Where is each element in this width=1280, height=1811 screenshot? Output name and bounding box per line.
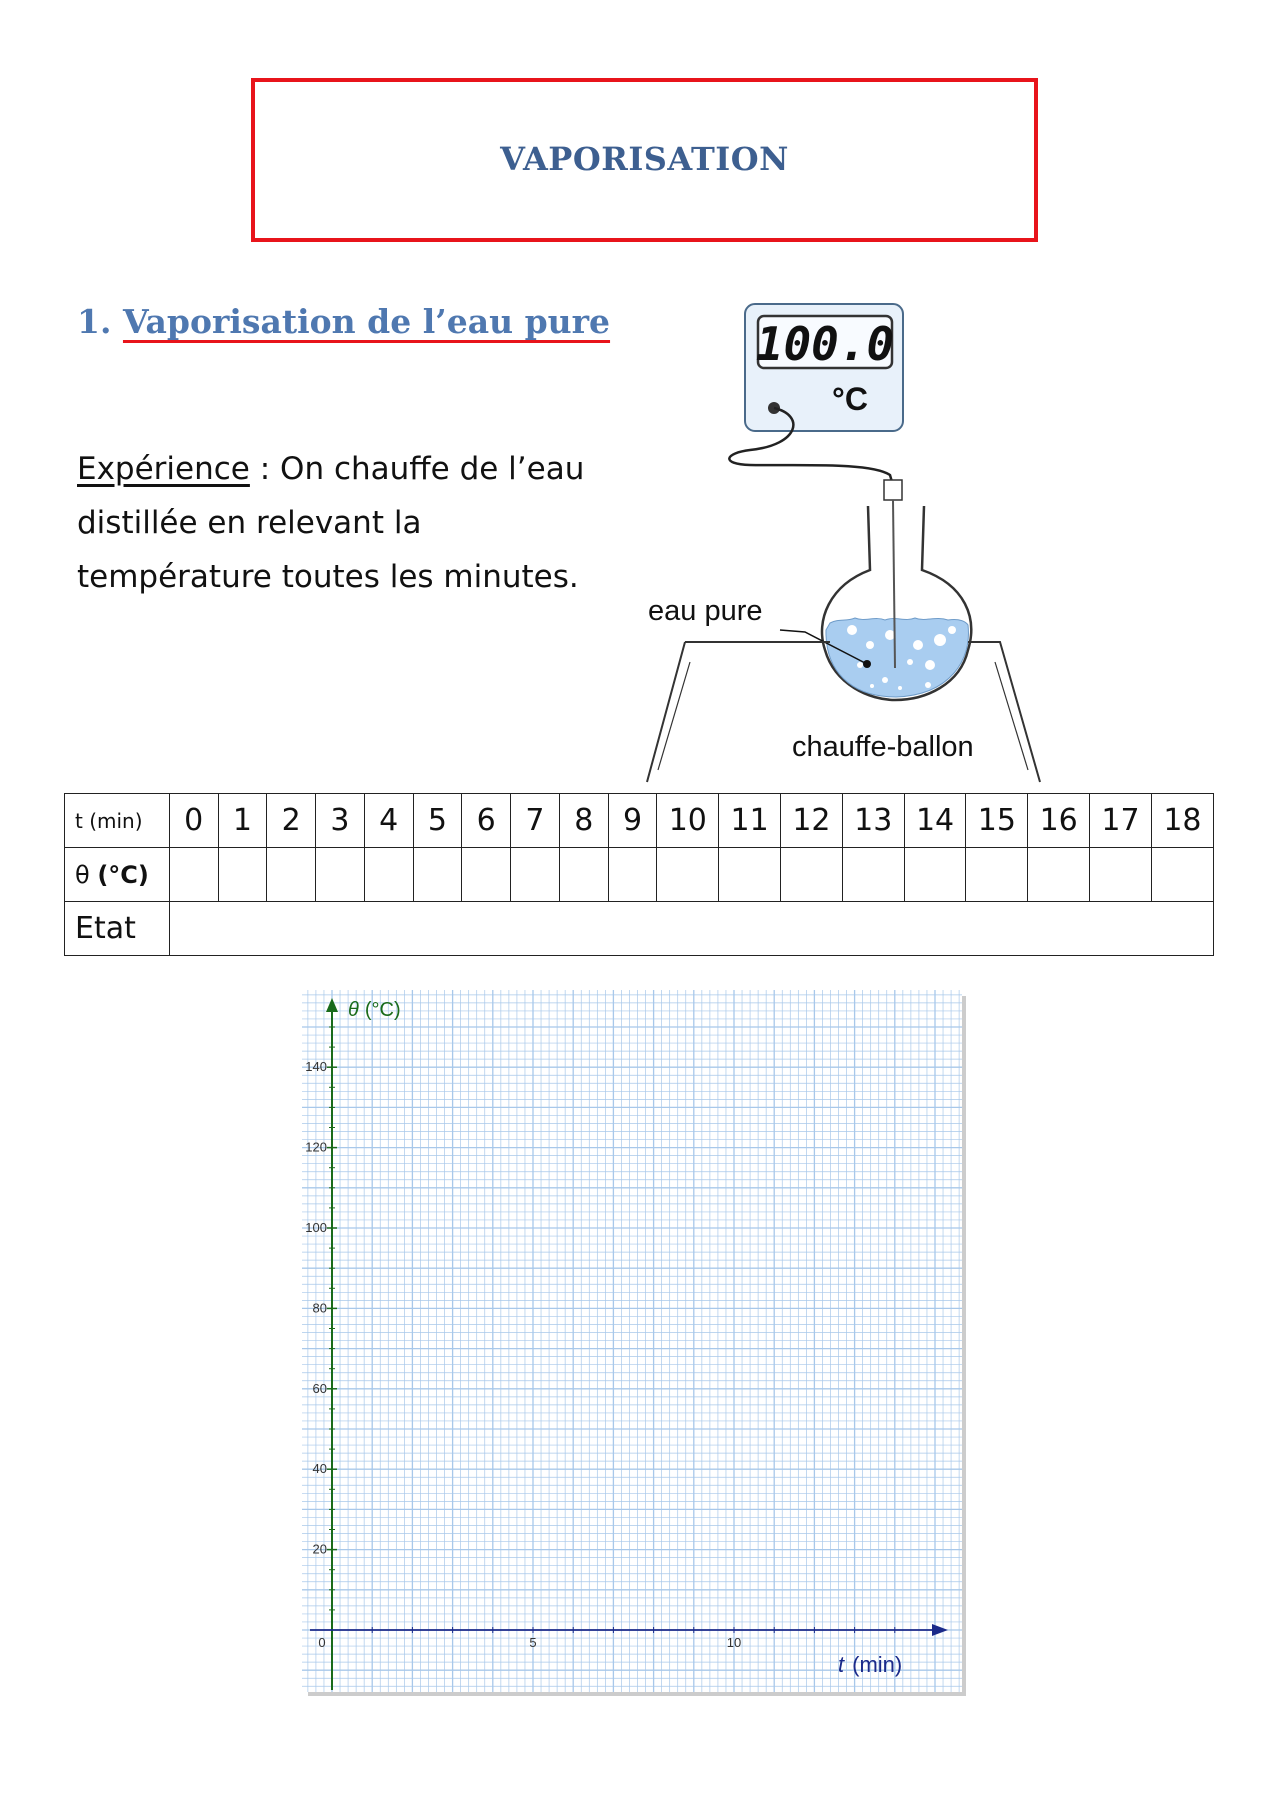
temperature-cell[interactable] bbox=[1089, 847, 1152, 902]
x-axis-arrow bbox=[932, 1624, 948, 1636]
temperature-cell[interactable] bbox=[607, 847, 658, 902]
temperature-cell[interactable] bbox=[461, 847, 512, 902]
time-header: t (min) bbox=[64, 793, 170, 848]
thermometer-display bbox=[756, 314, 894, 370]
temperature-graph: 20 40 60 80 100 120 140 0 5 10 θ (°C) t (min) bbox=[302, 990, 966, 1696]
y-axis-unit: (°C) bbox=[365, 999, 401, 1021]
y-tick-label: 60 bbox=[313, 1381, 327, 1396]
time-cell: 3 bbox=[315, 793, 365, 848]
y-tick-label: 40 bbox=[313, 1461, 327, 1476]
temperature-cell[interactable] bbox=[718, 847, 782, 902]
y-axis-label: θ (°C) bbox=[348, 999, 401, 1021]
y-tick-label: 20 bbox=[313, 1542, 327, 1557]
thermometer-unit: °C bbox=[832, 381, 868, 417]
temperature-cell[interactable] bbox=[841, 847, 905, 902]
time-cell: 14 bbox=[903, 793, 967, 848]
page-title: VAPORISATION bbox=[500, 140, 789, 178]
temperature-cell[interactable] bbox=[1027, 847, 1091, 902]
section-heading: 1. Vaporisation de l’eau pure bbox=[77, 302, 610, 341]
x-axis-symbol: t bbox=[838, 1652, 845, 1677]
time-cell: 6 bbox=[461, 793, 512, 848]
temperature-cell[interactable] bbox=[780, 847, 843, 902]
flask bbox=[820, 505, 973, 702]
probe-connector bbox=[883, 479, 903, 501]
heater bbox=[646, 641, 1041, 783]
time-cell: 13 bbox=[841, 793, 905, 848]
water-pointer-line bbox=[779, 629, 868, 665]
y-tick-label: 120 bbox=[305, 1140, 327, 1155]
y-axis-arrow bbox=[326, 998, 338, 1012]
y-tick-label: 80 bbox=[313, 1300, 327, 1315]
temperature-cell[interactable] bbox=[168, 847, 219, 902]
x-axis-unit: (min) bbox=[852, 1652, 902, 1677]
temperature-cell[interactable] bbox=[217, 847, 268, 902]
temperature-row: θ (°C) bbox=[64, 847, 1215, 902]
temperature-cell[interactable] bbox=[412, 847, 463, 902]
time-cell: 12 bbox=[780, 793, 843, 848]
graph-paper bbox=[302, 990, 962, 1692]
time-cell: 5 bbox=[412, 793, 463, 848]
heater-shade-right bbox=[994, 661, 1029, 771]
time-cell: 8 bbox=[558, 793, 609, 848]
x-tick-label: 5 bbox=[529, 1635, 536, 1650]
temperature-cell[interactable] bbox=[965, 847, 1029, 902]
label-heater: chauffe-ballon bbox=[792, 731, 974, 763]
temperature-unit: (°C) bbox=[97, 860, 149, 889]
state-header: Etat bbox=[64, 901, 170, 956]
time-cell: 7 bbox=[510, 793, 560, 848]
apparatus-illustration: 100.0 °C eau pure chauffe-ballon bbox=[646, 303, 1041, 783]
time-cell: 18 bbox=[1150, 793, 1215, 848]
y-axis-symbol: θ bbox=[348, 999, 359, 1021]
y-tick-label: 140 bbox=[305, 1059, 327, 1074]
time-cell: 2 bbox=[266, 793, 317, 848]
experience-line-3: température toutes les minutes. bbox=[77, 559, 579, 595]
label-water: eau pure bbox=[648, 595, 763, 627]
time-cell: 17 bbox=[1089, 793, 1152, 848]
state-row: Etat bbox=[64, 901, 1215, 956]
experience-line-2: distillée en relevant la bbox=[77, 505, 422, 541]
probe-cable bbox=[728, 406, 894, 483]
thermometer-reading: 100.0 bbox=[756, 317, 894, 371]
bubbles bbox=[847, 625, 956, 690]
state-cell[interactable] bbox=[168, 901, 1215, 956]
time-cell: 4 bbox=[363, 793, 414, 848]
x-tick-label: 10 bbox=[727, 1635, 741, 1650]
y-tick-label: 100 bbox=[305, 1220, 327, 1235]
x-tick-label: 0 bbox=[318, 1635, 325, 1650]
temperature-header: θ (°C) bbox=[64, 847, 170, 902]
experience-label: Expérience bbox=[77, 451, 250, 487]
temperature-symbol: θ bbox=[75, 860, 90, 889]
temperature-cell[interactable] bbox=[363, 847, 414, 902]
temperature-cell[interactable] bbox=[903, 847, 967, 902]
flask-water bbox=[825, 617, 969, 698]
time-cell: 0 bbox=[168, 793, 219, 848]
x-axis-label: t (min) bbox=[838, 1652, 902, 1677]
temperature-cell[interactable] bbox=[558, 847, 609, 902]
temperature-cell[interactable] bbox=[1150, 847, 1215, 902]
time-cell: 10 bbox=[656, 793, 720, 848]
temperature-cell[interactable] bbox=[315, 847, 365, 902]
experience-line-1: : On chauffe de l’eau bbox=[249, 451, 585, 487]
temperature-cell[interactable] bbox=[656, 847, 720, 902]
time-cell: 15 bbox=[965, 793, 1029, 848]
section-title: Vaporisation de l’eau pure bbox=[122, 302, 611, 341]
temperature-cell[interactable] bbox=[510, 847, 560, 902]
time-cell: 1 bbox=[217, 793, 268, 848]
section-number: 1. bbox=[77, 302, 112, 341]
heater-shade-left bbox=[657, 661, 691, 771]
time-cell: 16 bbox=[1027, 793, 1091, 848]
time-cell: 9 bbox=[607, 793, 658, 848]
experience-paragraph: Expérience : On chauffe de l’eau distill… bbox=[77, 442, 617, 604]
probe-rod bbox=[892, 499, 896, 669]
time-cell: 11 bbox=[718, 793, 782, 848]
title-box: VAPORISATION bbox=[251, 78, 1038, 242]
temperature-cell[interactable] bbox=[266, 847, 317, 902]
